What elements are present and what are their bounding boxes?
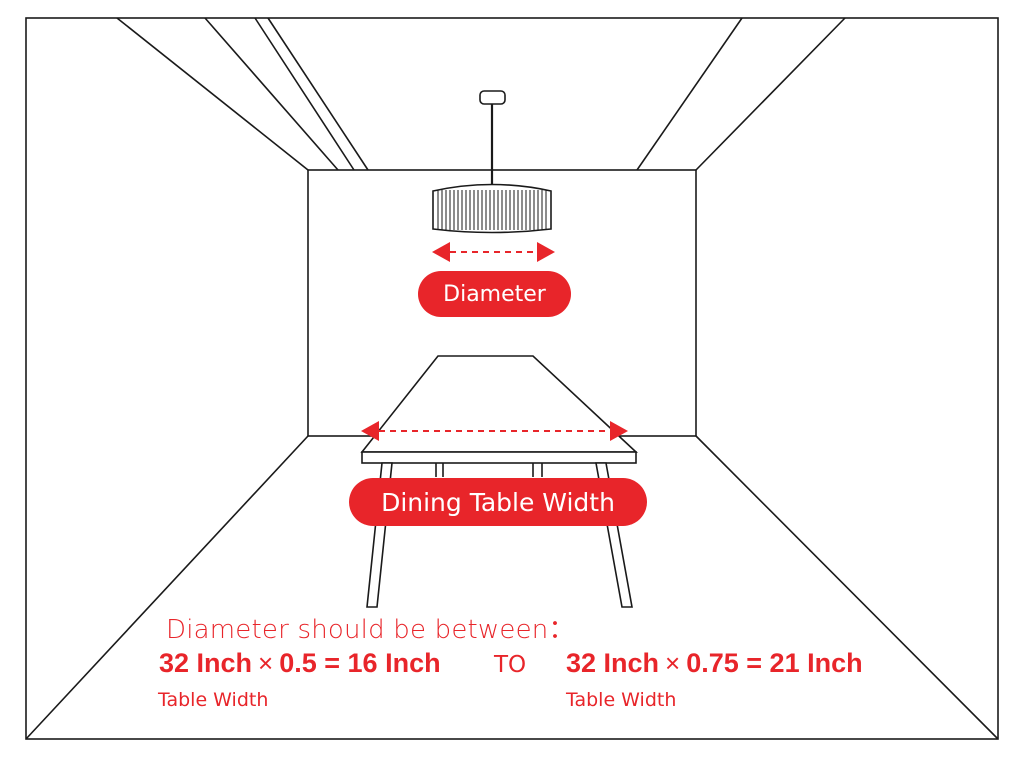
ceiling-beam-right (636, 17, 743, 171)
diameter-arrow (432, 242, 555, 262)
formula-min-base: 32 Inch (159, 648, 253, 678)
tabletop (360, 355, 639, 453)
multiply-sign-max: × (665, 648, 681, 678)
diameter-arrowhead-right (537, 242, 555, 262)
shade-stripes (437, 190, 547, 230)
table-width-arrow (361, 421, 628, 441)
formula-min-result: 0.5 = 16 Inch (279, 648, 441, 678)
table-arrowhead-right (610, 421, 628, 441)
formula-max-caption: Table Width (566, 689, 677, 711)
formula-min: 32 Inch×0.5 = 16 Inch (159, 648, 441, 679)
table-arrowhead-left (361, 421, 379, 441)
ceiling-beam-left-1 (204, 17, 339, 171)
ceiling-beam-left-2 (254, 17, 355, 171)
diameter-label: Diameter (418, 271, 571, 317)
ceiling-edge-right (695, 17, 846, 171)
floor-edge-left (25, 435, 309, 740)
formula-min-caption: Table Width (158, 689, 269, 711)
table-width-label: Dining Table Width (349, 478, 647, 526)
floor-edge-right (695, 435, 999, 740)
rule-text: Diameter should be between： (166, 615, 575, 645)
multiply-sign-min: × (258, 648, 274, 678)
diameter-label-text: Diameter (443, 281, 546, 307)
ceiling-edge-left (116, 17, 309, 171)
tabletop-edge (361, 451, 637, 464)
formula-max-result: 0.75 = 21 Inch (686, 648, 863, 678)
outer-frame (25, 17, 999, 740)
table-width-label-text: Dining Table Width (381, 487, 615, 517)
pendant-lamp (432, 90, 552, 234)
ceiling-canopy (479, 90, 506, 105)
ceiling-beam-left-3 (267, 17, 369, 171)
room-outline (25, 17, 999, 740)
formula-max-base: 32 Inch (566, 648, 660, 678)
connector-text: TO (494, 652, 527, 678)
drum-shade (432, 183, 552, 234)
diameter-arrowhead-left (432, 242, 450, 262)
formula-max: 32 Inch×0.75 = 21 Inch (566, 648, 863, 679)
